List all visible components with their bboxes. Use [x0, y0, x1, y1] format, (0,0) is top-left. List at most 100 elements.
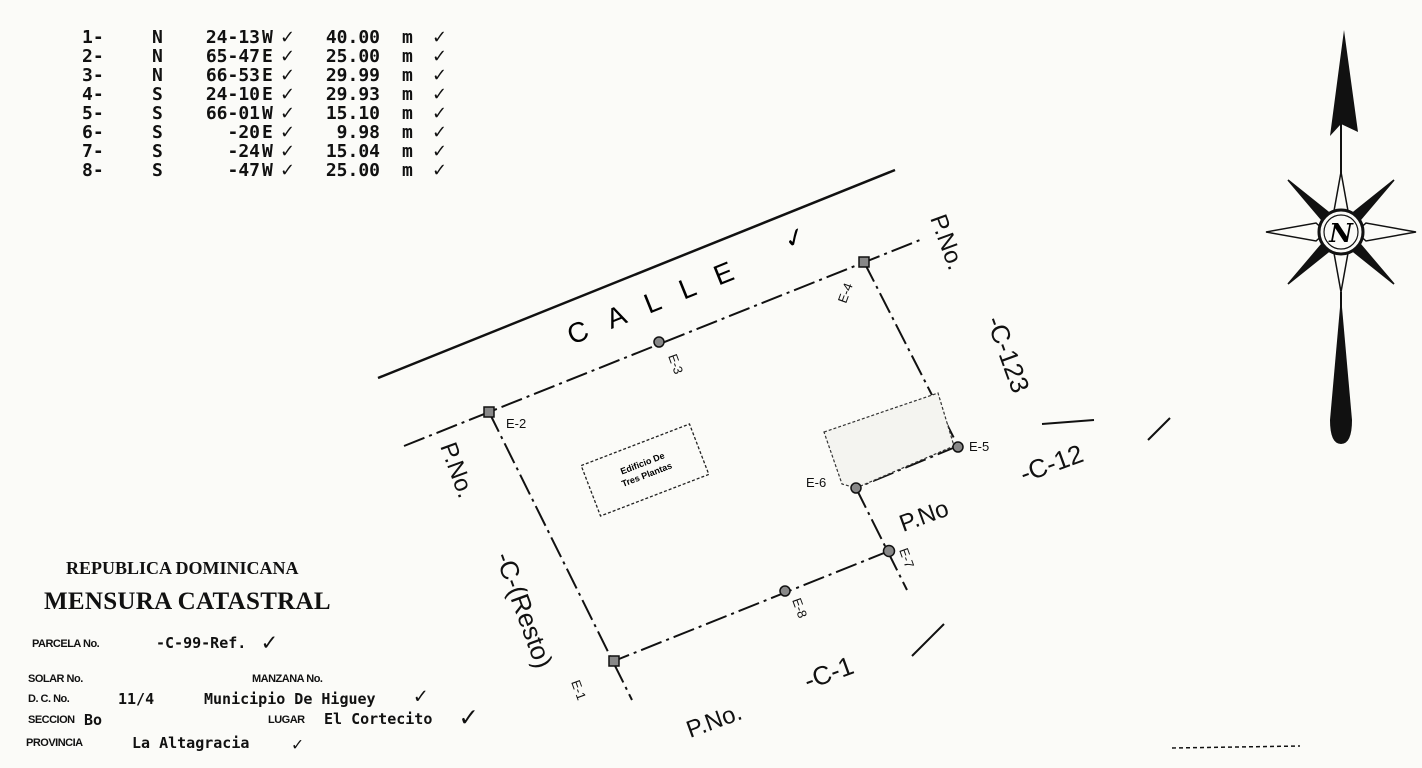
survey-bearing-angle: 66-01 [205, 103, 260, 124]
survey-bearing-angle: -20 [227, 122, 260, 143]
survey-bearing-direction: S [152, 141, 163, 162]
survey-distance: 15.04 [325, 141, 380, 162]
compass-rose: N [1265, 30, 1417, 444]
survey-bearing-direction: S [152, 84, 163, 105]
neighbor-bottom-parcel: -C-1 [800, 650, 858, 695]
station-e1-label: E-1 [568, 678, 589, 702]
survey-bearing-quadrant: W [262, 160, 273, 181]
survey-bearing-quadrant: E [262, 84, 273, 105]
boundary-e7-e1 [613, 550, 890, 662]
survey-unit: m [402, 122, 413, 143]
survey-bearing-direction: S [152, 103, 163, 124]
survey-line-number: 4- [82, 84, 104, 105]
survey-unit: m [402, 103, 413, 124]
survey-distance: 15.10 [325, 103, 380, 124]
station-e2-marker [483, 406, 495, 418]
survey-line-number: 2- [82, 46, 104, 67]
tick-mark [1171, 745, 1301, 749]
survey-check-mark: ✓ [280, 84, 296, 105]
annex-building [823, 392, 955, 489]
station-e4-marker [858, 256, 870, 268]
survey-bearing-direction: N [152, 65, 163, 86]
survey-line-number: 6- [82, 122, 104, 143]
station-e5-label: E-5 [969, 439, 989, 454]
survey-check-mark: ✓ [280, 160, 296, 181]
station-e8-label: E-8 [789, 596, 810, 620]
street-label: CALLE [563, 247, 759, 350]
survey-bearing-direction: S [152, 122, 163, 143]
south-arrow-tail [1330, 296, 1352, 444]
tick-mark [1041, 419, 1095, 425]
survey-bearing-quadrant: W [262, 141, 273, 162]
neighbor-bottom-pno: P.No. [683, 699, 746, 744]
survey-bearing-direction: N [152, 46, 163, 67]
survey-check-mark: ✓ [280, 103, 296, 124]
survey-bearing-angle: 24-10 [205, 84, 260, 105]
station-e8-marker [779, 585, 791, 597]
survey-check-mark: ✓ [280, 141, 296, 162]
survey-check-mark: ✓ [432, 46, 448, 67]
survey-line-number: 5- [82, 103, 104, 124]
survey-unit: m [402, 84, 413, 105]
boundary-e1-e2 [488, 411, 633, 701]
survey-bearing-angle: -24 [227, 141, 260, 162]
station-e6-marker [850, 482, 862, 494]
survey-unit: m [402, 160, 413, 181]
boundary-e2-e4 [403, 239, 921, 447]
survey-bearing-quadrant: E [262, 122, 273, 143]
survey-check-mark: ✓ [280, 65, 296, 86]
survey-unit: m [402, 46, 413, 67]
station-e1-marker [608, 655, 620, 667]
neighbor-right-parcel: -C-12 [1016, 438, 1087, 488]
survey-bearing-angle: -47 [227, 160, 260, 181]
station-e5-marker [952, 441, 964, 453]
survey-line-number: 7- [82, 141, 104, 162]
survey-line-number: 8- [82, 160, 104, 181]
survey-check-mark: ✓ [432, 141, 448, 162]
survey-bearing-angle: 24-13 [205, 27, 260, 48]
survey-line-number: 3- [82, 65, 104, 86]
survey-distance: 25.00 [325, 46, 380, 67]
station-e3-marker [653, 336, 665, 348]
north-arrow-tip [1330, 30, 1358, 136]
tick-mark [911, 623, 945, 657]
station-e6-label: E-6 [806, 475, 826, 490]
station-e3-label: E-3 [665, 352, 686, 376]
survey-check-mark: ✓ [432, 160, 448, 181]
compass-letter: N [1328, 219, 1354, 249]
survey-check-mark: ✓ [432, 103, 448, 124]
survey-check-mark: ✓ [432, 122, 448, 143]
survey-bearing-quadrant: W [262, 27, 273, 48]
survey-distance: 29.93 [325, 84, 380, 105]
boundary-e6-e7 [855, 487, 908, 591]
survey-check-mark: ✓ [280, 122, 296, 143]
survey-bearing-quadrant: W [262, 103, 273, 124]
neighbor-top-right-parcel: -C-123 [980, 312, 1035, 397]
survey-distance: 40.00 [325, 27, 380, 48]
street-line [377, 168, 896, 380]
main-building: Edificio De Tres Plantas [580, 423, 710, 517]
survey-bearing-angle: 66-53 [205, 65, 260, 86]
survey-unit: m [402, 65, 413, 86]
survey-unit: m [402, 27, 413, 48]
survey-check-mark: ✓ [432, 84, 448, 105]
survey-line-number: 1- [82, 27, 104, 48]
survey-distance: 25.00 [325, 160, 380, 181]
survey-bearing-quadrant: E [262, 46, 273, 67]
survey-bearing-quadrant: E [262, 65, 273, 86]
station-e7-marker [882, 544, 896, 558]
boundary-e5-e6 [855, 445, 959, 489]
neighbor-right-pno: P.No [896, 495, 952, 538]
station-e2-label: E-2 [506, 416, 526, 431]
survey-bearing-direction: N [152, 27, 163, 48]
street-check: ✓ [779, 221, 810, 257]
